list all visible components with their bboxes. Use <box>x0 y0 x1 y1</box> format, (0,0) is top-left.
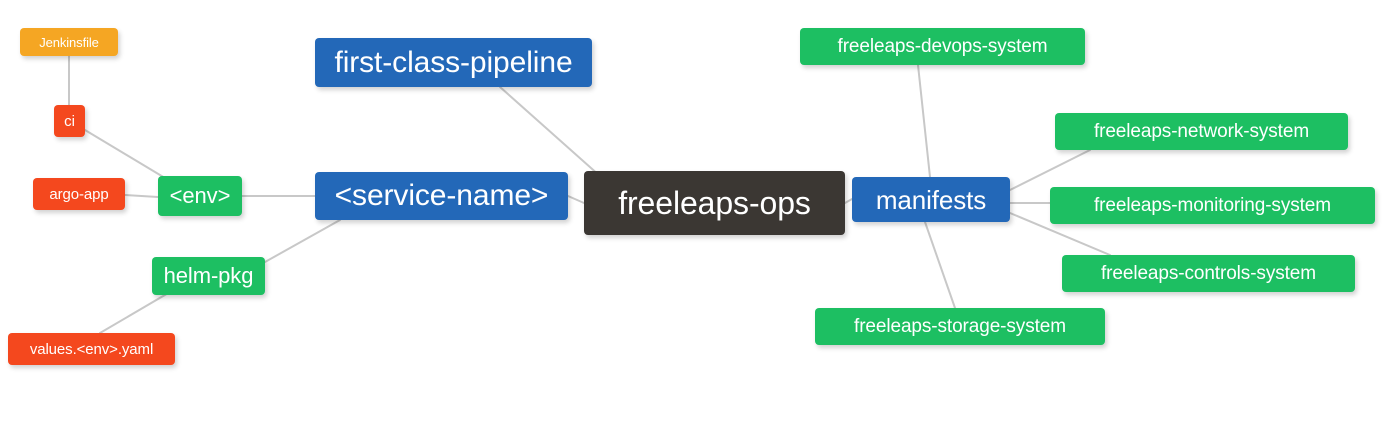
mindmap-node-label: freeleaps-monitoring-system <box>1094 195 1331 216</box>
mindmap-node-first-class-pipeline[interactable]: first-class-pipeline <box>315 38 592 87</box>
mindmap-node-label: freeleaps-storage-system <box>854 316 1066 337</box>
mindmap-node-freeleaps-storage-system[interactable]: freeleaps-storage-system <box>815 308 1105 345</box>
mindmap-node-label: first-class-pipeline <box>334 45 573 79</box>
edge-env-to-ci <box>84 129 166 179</box>
mindmap-node-argo-app[interactable]: argo-app <box>33 178 125 210</box>
edge-service-name-to-helm-pkg <box>264 219 341 263</box>
mindmap-node-freeleaps-monitoring-system[interactable]: freeleaps-monitoring-system <box>1050 187 1375 224</box>
mindmap-node-label: argo-app <box>49 185 109 203</box>
mindmap-node-label: ci <box>64 112 75 130</box>
edge-freeleaps-ops-to-manifests <box>844 198 853 204</box>
edge-manifests-to-freeleaps-storage-system <box>924 221 956 309</box>
mindmap-node-label: Jenkinsfile <box>39 34 99 50</box>
mindmap-node-freeleaps-network-system[interactable]: freeleaps-network-system <box>1055 113 1348 150</box>
mindmap-node-label: freeleaps-ops <box>618 185 811 221</box>
mindmap-node-label: manifests <box>875 184 987 215</box>
edge-freeleaps-ops-to-service-name <box>567 195 585 204</box>
mindmap-node-label: freeleaps-devops-system <box>837 36 1048 57</box>
mindmap-node-freeleaps-devops-system[interactable]: freeleaps-devops-system <box>800 28 1085 65</box>
edge-manifests-to-freeleaps-devops-system <box>917 64 931 178</box>
mindmap-node-helm-pkg[interactable]: helm-pkg <box>152 257 265 295</box>
mindmap-node-values-env-yaml[interactable]: values.<env>.yaml <box>8 333 175 365</box>
edge-helm-pkg-to-values-env-yaml <box>99 291 171 334</box>
mindmap-node-service-name[interactable]: <service-name> <box>315 172 568 220</box>
mindmap-node-freeleaps-controls-system[interactable]: freeleaps-controls-system <box>1062 255 1355 292</box>
mindmap-node-label: freeleaps-controls-system <box>1100 263 1317 284</box>
mindmap-node-manifests[interactable]: manifests <box>852 177 1010 222</box>
mindmap-node-freeleaps-ops[interactable]: freeleaps-ops <box>584 171 845 235</box>
edge-manifests-to-freeleaps-network-system <box>1009 149 1091 191</box>
mindmap-node-label: <service-name> <box>334 179 549 212</box>
mindmap-node-label: values.<env>.yaml <box>29 340 154 358</box>
mindmap-node-label: <env> <box>169 183 231 208</box>
edge-freeleaps-ops-to-first-class-pipeline <box>499 86 601 177</box>
mindmap-node-ci[interactable]: ci <box>54 105 85 137</box>
mindmap-node-label: freeleaps-network-system <box>1093 121 1310 142</box>
mindmap-node-label: helm-pkg <box>163 263 254 288</box>
edge-env-to-argo-app <box>124 194 159 198</box>
mindmap-node-jenkinsfile[interactable]: Jenkinsfile <box>20 28 118 56</box>
mindmap-node-env[interactable]: <env> <box>158 176 242 216</box>
